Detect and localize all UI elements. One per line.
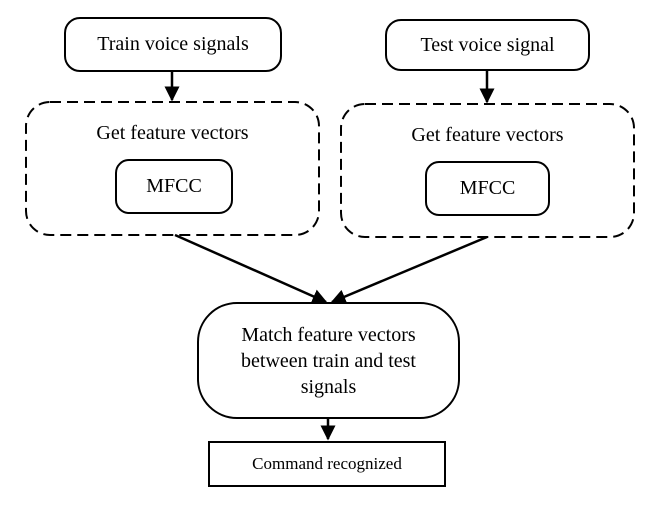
command-recognized-label: Command recognized	[252, 454, 402, 473]
match-feature-vectors-label: Match feature vectors between train and …	[241, 323, 416, 398]
train-mfcc-label: MFCC	[146, 175, 202, 197]
test-feature-group-border	[340, 103, 635, 238]
train-mfcc-box: MFCC	[115, 159, 233, 214]
arrow-train-features-to-match	[174, 233, 328, 304]
match-feature-vectors-box: Match feature vectors between train and …	[197, 302, 460, 419]
test-feature-group: Get feature vectors	[341, 104, 634, 237]
train-voice-signals-label: Train voice signals	[97, 33, 249, 55]
arrow-test-features-to-match	[330, 235, 488, 304]
test-voice-signal-box: Test voice signal	[385, 19, 590, 71]
command-recognized-box: Command recognized	[208, 441, 446, 487]
test-mfcc-label: MFCC	[459, 177, 516, 199]
test-feature-group-title: Get feature vectors	[411, 124, 564, 146]
train-feature-group-border	[25, 101, 320, 236]
train-voice-signals-box: Train voice signals	[64, 17, 282, 72]
test-mfcc-box: MFCC	[425, 161, 550, 216]
test-voice-signal-label: Test voice signal	[420, 33, 555, 56]
train-feature-group-title: Get feature vectors	[96, 122, 249, 144]
train-feature-group: Get feature vectors	[26, 102, 319, 235]
